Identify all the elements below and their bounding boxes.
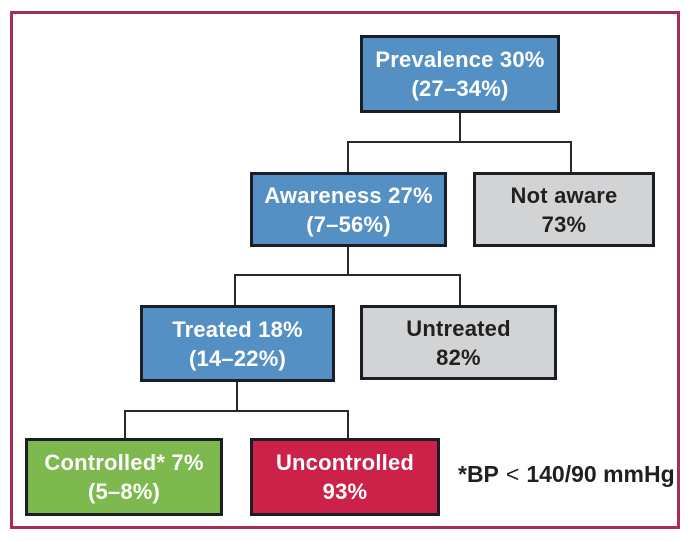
connector-drop-to-untreated — [459, 274, 461, 305]
treated-node: Treated 18% (14–22%) — [140, 305, 335, 382]
connector-awareness-stem — [347, 247, 349, 275]
uncontrolled-value: 93% — [322, 479, 368, 504]
connector-drop-to-uncontrolled — [347, 410, 349, 438]
prevalence-range: (27–34%) — [411, 76, 509, 101]
prevalence-node: Prevalence 30% (27–34%) — [360, 35, 560, 113]
treated-range: (14–22%) — [189, 345, 286, 371]
treated-label: Treated 18% — [172, 316, 303, 342]
untreated-node: Untreated 82% — [360, 305, 557, 380]
footnote-value: 140/90 mmHg — [526, 461, 675, 487]
awareness-label: Awareness 27% — [264, 182, 433, 208]
not-aware-node: Not aware 73% — [473, 172, 655, 247]
connector-prevalence-rail — [347, 141, 572, 143]
connector-drop-to-controlled — [124, 410, 126, 438]
controlled-node: Controlled* 7% (5–8%) — [25, 438, 223, 516]
not-aware-label: Not aware — [510, 182, 618, 208]
connector-treated-stem — [236, 382, 238, 411]
uncontrolled-node: Uncontrolled 93% — [250, 438, 440, 516]
not-aware-value: 73% — [541, 211, 587, 237]
figure-border-frame — [10, 11, 680, 529]
connector-prevalence-stem — [459, 113, 461, 142]
connector-drop-to-treated — [234, 274, 236, 305]
prevalence-label: Prevalence 30% — [375, 47, 545, 72]
uncontrolled-label: Uncontrolled — [275, 450, 415, 475]
connector-drop-to-not-aware — [570, 141, 572, 172]
connector-awareness-rail — [234, 274, 461, 276]
awareness-node: Awareness 27% (7–56%) — [250, 172, 447, 247]
connector-treated-rail — [124, 410, 349, 412]
less-than-symbol: < — [505, 461, 520, 487]
awareness-range: (7–56%) — [306, 211, 391, 237]
footnote-prefix: *BP — [458, 461, 499, 487]
controlled-range: (5–8%) — [87, 479, 161, 504]
untreated-label: Untreated — [406, 315, 511, 341]
bp-threshold-footnote: *BP < 140/90 mmHg — [458, 461, 675, 493]
controlled-label: Controlled* 7% — [44, 450, 204, 475]
untreated-value: 82% — [436, 344, 481, 370]
connector-drop-to-awareness — [347, 141, 349, 172]
